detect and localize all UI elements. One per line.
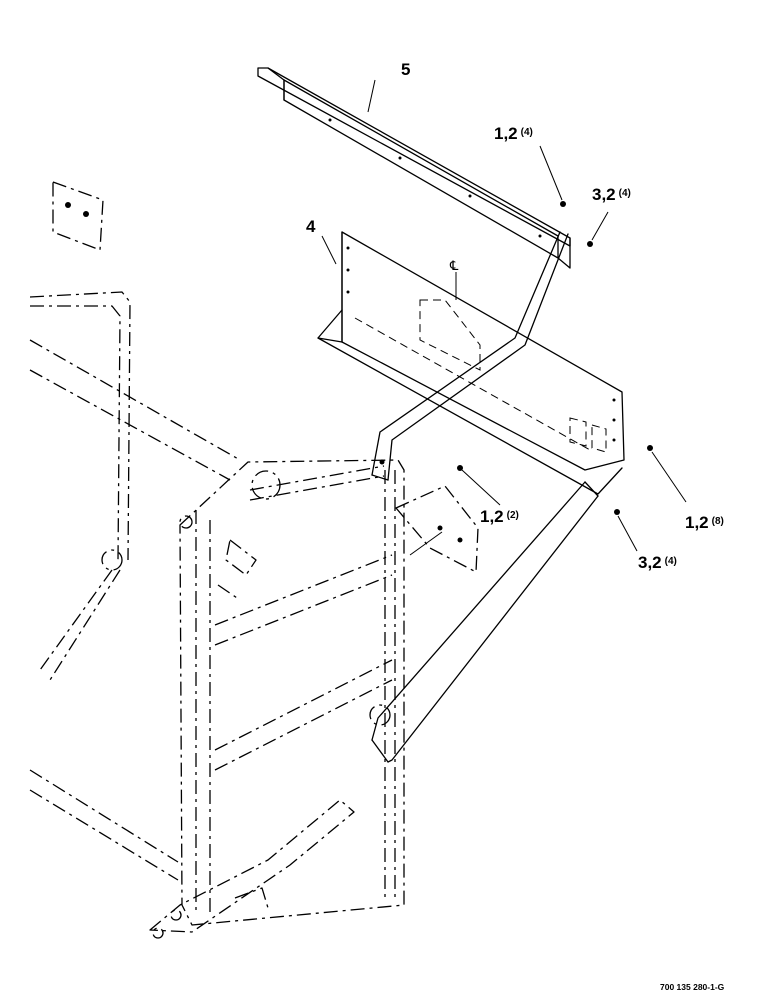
mounting-plate xyxy=(52,181,479,573)
panel-item-4 xyxy=(317,231,625,495)
fasteners xyxy=(457,201,653,515)
header-frame-phantom xyxy=(29,291,405,939)
callout-item-5: 5 xyxy=(401,60,410,79)
leader-lines xyxy=(321,79,687,552)
callout-mid-bolt: 1,2(2) xyxy=(480,507,519,526)
centerline-symbol: ℄ xyxy=(449,259,459,274)
callout-bottom-nut: 3,2(4) xyxy=(638,553,677,572)
document-number: 700 135 280-1-G xyxy=(660,982,725,992)
angle-bracket-item-5 xyxy=(257,67,571,269)
callout-item-4: 4 xyxy=(306,217,316,236)
callout-top-nut: 3,2(4) xyxy=(592,185,631,204)
callout-right-bolt: 1,2(8) xyxy=(685,513,724,532)
upper-brace xyxy=(371,231,569,481)
callout-top-bolt: 1,2(4) xyxy=(494,124,533,143)
lower-brace xyxy=(371,481,599,763)
callouts: 5 4 1,2(4) 3,2(4) 1,2(2) 1,2(8) 3,2(4) ℄… xyxy=(306,60,725,992)
